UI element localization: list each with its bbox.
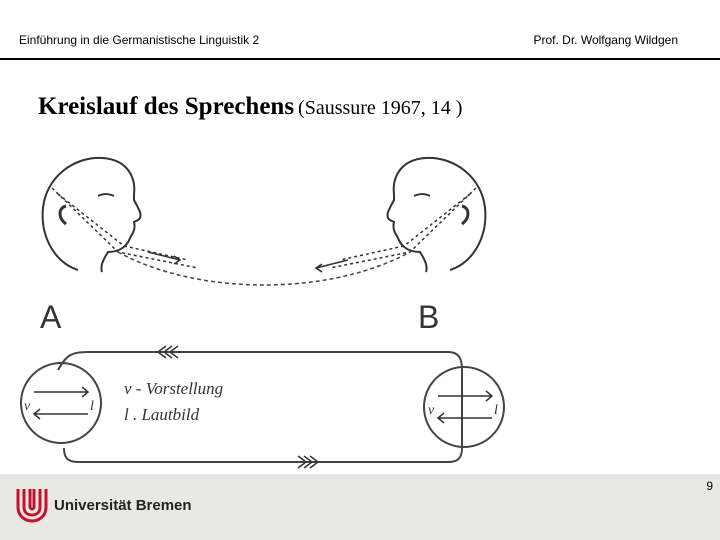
circle-a-arrow-left [32, 408, 88, 420]
loop-arrow-bottom [297, 455, 319, 469]
circle-a-l: l [90, 399, 94, 414]
label-b: B [418, 299, 439, 335]
circle-b-l: l [494, 403, 498, 418]
legend-lautbild: l . Lautbild [124, 405, 200, 424]
slide-title: Kreislauf des Sprechens (Saussure 1967, … [38, 93, 462, 121]
header-divider [0, 58, 720, 60]
university-logo-icon [15, 487, 49, 528]
footer-bar [0, 474, 720, 540]
course-title: Einführung in die Germanistische Linguis… [19, 33, 260, 47]
legend-vorstellung: v - Vorstellung [124, 379, 223, 398]
arrow-a-to-b [147, 251, 182, 265]
circle-b-arrow-right [438, 390, 494, 402]
circle-b [423, 366, 505, 448]
head-b-icon [329, 156, 487, 273]
loop-arrow-top [157, 345, 179, 359]
sound-wave-arc [117, 251, 411, 286]
arrow-b-to-a [314, 259, 349, 273]
label-a: A [40, 299, 62, 335]
head-a-icon [41, 156, 199, 273]
circle-b-arrow-left [436, 412, 492, 424]
circle-b-v: v [428, 403, 435, 418]
circuit-loop [57, 351, 463, 463]
circle-a-arrow-right [34, 386, 90, 398]
circle-a [20, 362, 102, 444]
page-number: 9 [706, 479, 713, 493]
speech-circuit-drawing: A B v l v l v - Vorstellung l . Lautbild [20, 156, 505, 469]
author-name: Prof. Dr. Wolfgang Wildgen [533, 33, 678, 47]
slide-title-source: (Saussure 1967, 14 ) [298, 97, 463, 119]
slide-title-main: Kreislauf des Sprechens [38, 93, 295, 120]
circle-a-v: v [24, 399, 31, 414]
university-name: Universität Bremen [54, 497, 192, 514]
speech-circuit-figure: A B v l v l v - Vorstellung l . Lautbild [18, 148, 510, 475]
